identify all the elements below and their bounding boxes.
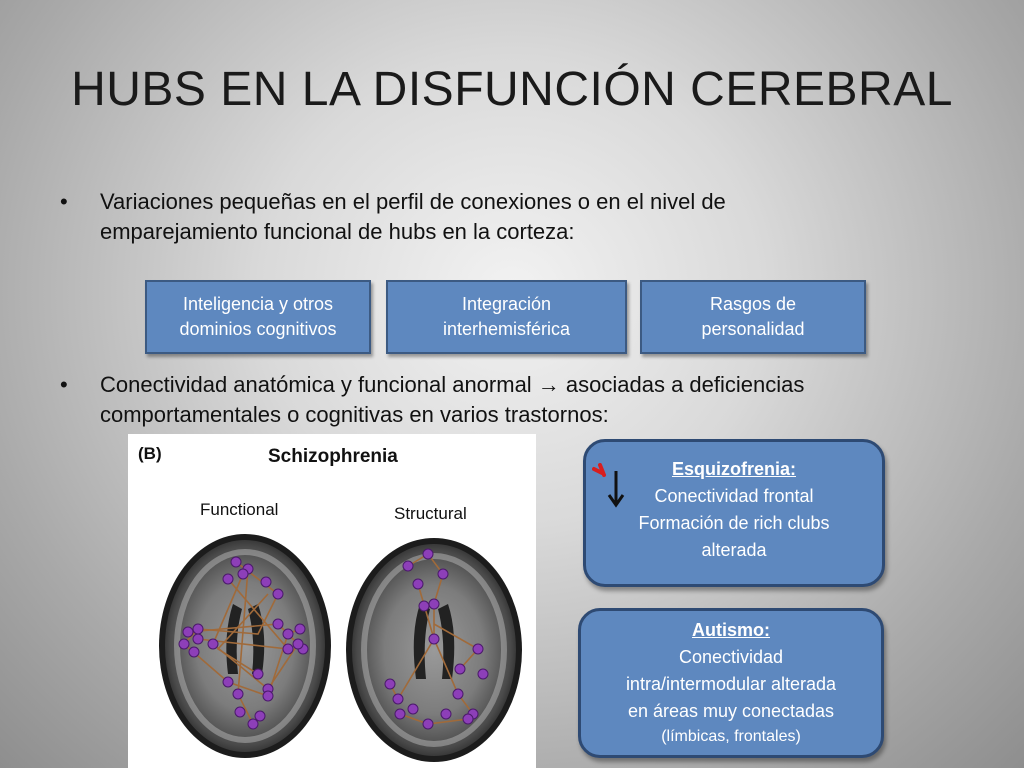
callout-line: Formación de rich clubs	[638, 513, 830, 533]
bullet-item-2: • Conectividad anatómica y funcional ano…	[60, 370, 860, 434]
box-line: dominios cognitivos	[179, 319, 337, 339]
bullet-text-2: Conectividad anatómica y funcional anorm…	[100, 372, 805, 427]
callout-heading: Autismo:	[692, 620, 770, 640]
box-line: Inteligencia y otros	[182, 294, 334, 314]
box-line: Integración	[461, 294, 552, 314]
callout-heading: Esquizofrenia:	[671, 459, 796, 479]
brain-scans-image	[159, 534, 522, 762]
bullet-icon: •	[60, 372, 68, 397]
callout-line: alterada	[701, 540, 767, 560]
bullet-item-1: • Variaciones pequeñas en el perfil de c…	[60, 187, 860, 251]
box-line: personalidad	[701, 319, 805, 339]
callout-line: en áreas muy conectadas	[627, 701, 835, 721]
box-line: interhemisférica	[442, 319, 571, 339]
box-rasgos: Rasgos de personalidad	[640, 280, 866, 354]
box-inteligencia: Inteligencia y otros dominios cognitivos	[145, 280, 371, 354]
brain-figure: (B) Schizophrenia Functional Structural	[128, 434, 536, 768]
decrease-arrow-icon	[592, 463, 625, 508]
callout-line: intra/intermodular alterada	[625, 674, 837, 694]
box-integracion: Integración interhemisférica	[386, 280, 627, 354]
figure-functional-label: Functional	[200, 500, 279, 519]
bullet-text-1: Variaciones pequeñas en el perfil de con…	[100, 189, 726, 244]
callout-esquizofrenia: Esquizofrenia: Conectividad frontal Form…	[583, 439, 885, 587]
figure-structural-label: Structural	[394, 504, 467, 523]
callout-line: Conectividad	[678, 647, 784, 667]
functional-brain-scan	[159, 534, 331, 758]
callout-line: (límbicas, frontales)	[661, 728, 801, 745]
bullet-icon: •	[60, 189, 68, 214]
box-line: Rasgos de	[709, 294, 797, 314]
structural-brain-scan	[346, 538, 522, 762]
figure-panel-label: (B)	[138, 444, 162, 463]
figure-title: Schizophrenia	[268, 446, 398, 467]
slide-title: HUBS EN LA DISFUNCIÓN CEREBRAL	[71, 63, 953, 116]
callout-autismo: Autismo: Conectividad intra/intermodular…	[578, 608, 884, 758]
callout-line: Conectividad frontal	[654, 486, 814, 506]
